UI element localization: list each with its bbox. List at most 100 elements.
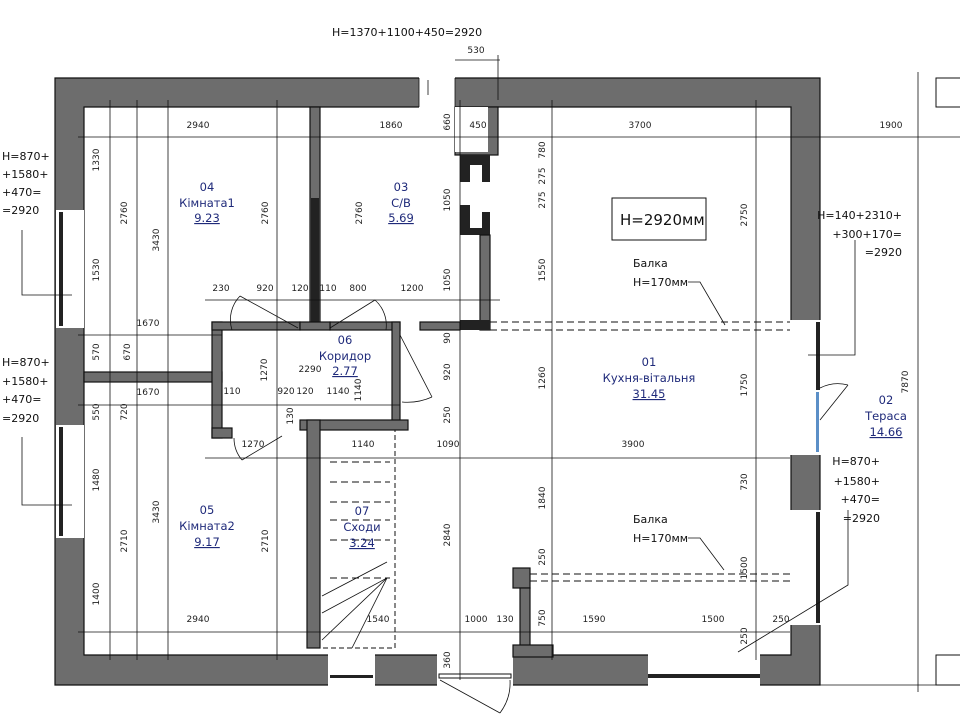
label-text: Сходи xyxy=(343,520,380,534)
dim-label: 1530 xyxy=(92,258,102,281)
stairs xyxy=(319,429,396,649)
label-text: Коридор xyxy=(319,349,371,363)
dim-label: 750 xyxy=(538,609,548,626)
beam-2-name: Балка xyxy=(633,513,668,526)
beam-1-height: H=170мм xyxy=(633,276,688,289)
room-02[interactable]: 02 Тераса 14.66 xyxy=(864,393,907,439)
room-03[interactable]: 03 С/В 5.69 xyxy=(388,180,414,225)
dimension-lines xyxy=(21,55,960,680)
dim-label: 1140 xyxy=(327,387,350,397)
dim-label: 450 xyxy=(469,121,486,131)
room-04[interactable]: 04 Кімната1 9.23 xyxy=(179,180,235,225)
dim-label: 1140 xyxy=(354,378,364,401)
dim-label: 1480 xyxy=(92,468,102,491)
room-01[interactable]: 01 Кухня-вітальня 31.45 xyxy=(603,355,696,401)
dim-label: 90 xyxy=(443,332,453,344)
dimension-labels: 530 2940 1860 660 450 3700 1900 1330 276… xyxy=(92,46,911,669)
terrace-outline xyxy=(820,72,960,692)
label-text: +300+170= xyxy=(832,228,902,241)
label-text: 3.24 xyxy=(349,536,375,550)
room-05[interactable]: 05 Кімната2 9.17 xyxy=(179,503,235,549)
room-07[interactable]: 07 Сходи 3.24 xyxy=(343,504,380,550)
label-text: 06 xyxy=(338,333,353,347)
dim-label: 920 xyxy=(256,284,273,294)
dim-label: 360 xyxy=(443,651,453,668)
dim-label: 2710 xyxy=(261,529,271,552)
label-text: +1580+ xyxy=(2,375,48,388)
dim-label: 1840 xyxy=(538,486,548,509)
window-note-left-top: H=870+ +1580+ +470= =2920 xyxy=(2,150,50,217)
dim-label: 2840 xyxy=(443,523,453,546)
dim-label: 2940 xyxy=(187,121,210,131)
label-text: +470= xyxy=(2,186,41,199)
door-swings xyxy=(230,80,849,714)
dim-label: 1540 xyxy=(367,615,390,625)
dim-label: 1050 xyxy=(443,268,453,291)
dim-label: 920 xyxy=(277,387,294,397)
dim-label: 1500 xyxy=(702,615,725,625)
label-text: 2.77 xyxy=(332,364,358,378)
label-text: 9.17 xyxy=(194,535,220,549)
dim-label: 1670 xyxy=(137,319,160,329)
beam-2-height: H=170мм xyxy=(633,532,688,545)
label-text: 02 xyxy=(879,393,894,407)
dim-label: 275 xyxy=(538,191,548,208)
dim-label: 1590 xyxy=(583,615,606,625)
dim-label: 110 xyxy=(223,387,240,397)
label-text: Кухня-вітальня xyxy=(603,371,696,385)
dim-label: 800 xyxy=(349,284,366,294)
label-text: С/В xyxy=(391,196,411,210)
dim-label: 7870 xyxy=(901,370,911,393)
window-note-right-top: H=140+2310+ +300+170= =2920 xyxy=(817,209,902,259)
dim-label: 3430 xyxy=(152,228,162,251)
dim-label: 730 xyxy=(740,473,750,490)
label-text: +1580+ xyxy=(834,475,880,488)
dim-label: 120 xyxy=(291,284,308,294)
dim-label: 120 xyxy=(296,387,313,397)
label-text: 14.66 xyxy=(870,425,903,439)
title-height-note: H=1370+1100+450=2920 xyxy=(332,26,482,39)
label-text: =2920 xyxy=(2,204,39,217)
dim-label: 2940 xyxy=(187,615,210,625)
dim-label: 1270 xyxy=(242,440,265,450)
label-text: 04 xyxy=(200,180,215,194)
dim-label: 1750 xyxy=(740,373,750,396)
dim-label: 3900 xyxy=(622,440,645,450)
dim-label: 1860 xyxy=(380,121,403,131)
dim-label: 1900 xyxy=(880,121,903,131)
ceiling-height-box xyxy=(611,197,707,241)
beam-lines xyxy=(490,321,790,582)
dim-label: 1140 xyxy=(352,440,375,450)
dim-label: 2760 xyxy=(261,201,271,224)
dim-label: 130 xyxy=(286,407,296,424)
label-text: +470= xyxy=(841,493,880,506)
interior-walls xyxy=(83,106,554,658)
dim-label: 1670 xyxy=(137,388,160,398)
label-text: =2920 xyxy=(2,412,39,425)
dim-label: 250 xyxy=(740,627,750,644)
dim-label: 250 xyxy=(538,548,548,565)
label-text: 03 xyxy=(394,180,409,194)
dim-label: 275 xyxy=(538,167,548,184)
dim-label: 1550 xyxy=(538,258,548,281)
label-text: +1580+ xyxy=(2,168,48,181)
dim-label: 2290 xyxy=(299,365,322,375)
dim-label: 1330 xyxy=(92,148,102,171)
label-text: =2920 xyxy=(865,246,902,259)
dim-label: 670 xyxy=(123,343,133,360)
dim-label: 1090 xyxy=(437,440,460,450)
label-text: H=140+2310+ xyxy=(817,209,902,222)
label-text: 31.45 xyxy=(633,387,666,401)
dim-label: 570 xyxy=(92,343,102,360)
outer-walls xyxy=(54,77,821,686)
dim-label: 250 xyxy=(443,406,453,423)
dim-label: 550 xyxy=(92,403,102,420)
dim-label: 3430 xyxy=(152,500,162,523)
label-text: 07 xyxy=(355,504,370,518)
dim-label: 2760 xyxy=(120,201,130,224)
ceiling-height-label: H=2920мм xyxy=(620,211,705,229)
dim-label: 1000 xyxy=(465,615,488,625)
room-06[interactable]: 06 Коридор 2.77 xyxy=(319,333,371,378)
dim-label: 660 xyxy=(443,113,453,130)
